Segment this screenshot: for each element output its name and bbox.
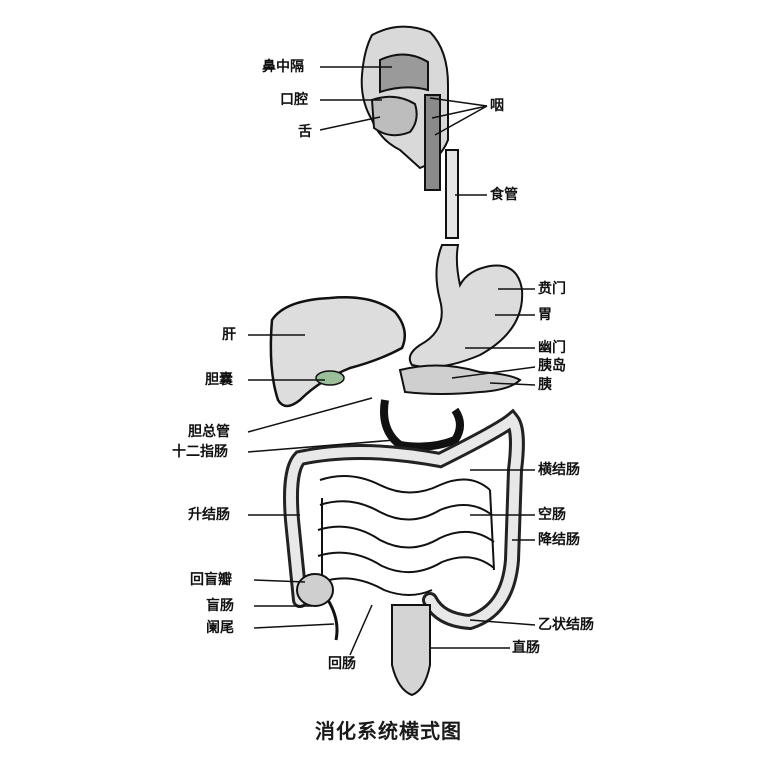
pancreas-shape <box>398 364 522 395</box>
duodenum-shape <box>380 399 464 451</box>
label-liver: 肝 <box>222 327 236 343</box>
label-nasal-septum: 鼻中隔 <box>262 59 304 75</box>
diagram-title: 消化系统横式图 <box>315 719 462 743</box>
label-ileocecal-valve: 回盲瓣 <box>190 572 232 588</box>
small-intestine <box>317 475 495 596</box>
rectum-shape <box>391 604 431 697</box>
label-rectum: 直肠 <box>512 640 540 656</box>
label-pylorus: 幽门 <box>538 340 566 356</box>
appendix-shape <box>326 599 339 641</box>
label-jejunum: 空肠 <box>538 507 566 523</box>
label-pharynx: 咽 <box>490 98 504 114</box>
label-islets: 胰岛 <box>538 358 566 374</box>
label-gallbladder: 胆囊 <box>205 372 233 388</box>
liver-shape <box>269 296 407 408</box>
gallbladder-shape <box>315 370 345 386</box>
esophagus-shape <box>445 149 459 239</box>
label-ascending-colon: 升结肠 <box>188 507 230 523</box>
head-section <box>360 25 449 191</box>
label-tongue: 舌 <box>298 124 312 140</box>
label-sigmoid-colon: 乙状结肠 <box>538 617 594 633</box>
label-pancreas: 胰 <box>538 377 552 393</box>
cecum-shape <box>296 573 334 607</box>
label-oral-cavity: 口腔 <box>280 92 308 108</box>
label-stomach: 胃 <box>538 307 552 323</box>
label-common-bile-duct: 胆总管 <box>188 424 230 440</box>
label-ileum: 回肠 <box>328 656 356 672</box>
label-appendix: 阑尾 <box>206 620 234 636</box>
label-descending-colon: 降结肠 <box>538 532 580 548</box>
label-cardia: 贲门 <box>538 281 566 297</box>
label-duodenum: 十二指肠 <box>172 444 228 460</box>
label-cecum: 盲肠 <box>206 598 234 614</box>
label-transverse-colon: 横结肠 <box>538 462 580 478</box>
label-esophagus: 食管 <box>490 187 518 203</box>
leader-lines <box>247 66 536 656</box>
stomach-shape <box>408 244 524 368</box>
